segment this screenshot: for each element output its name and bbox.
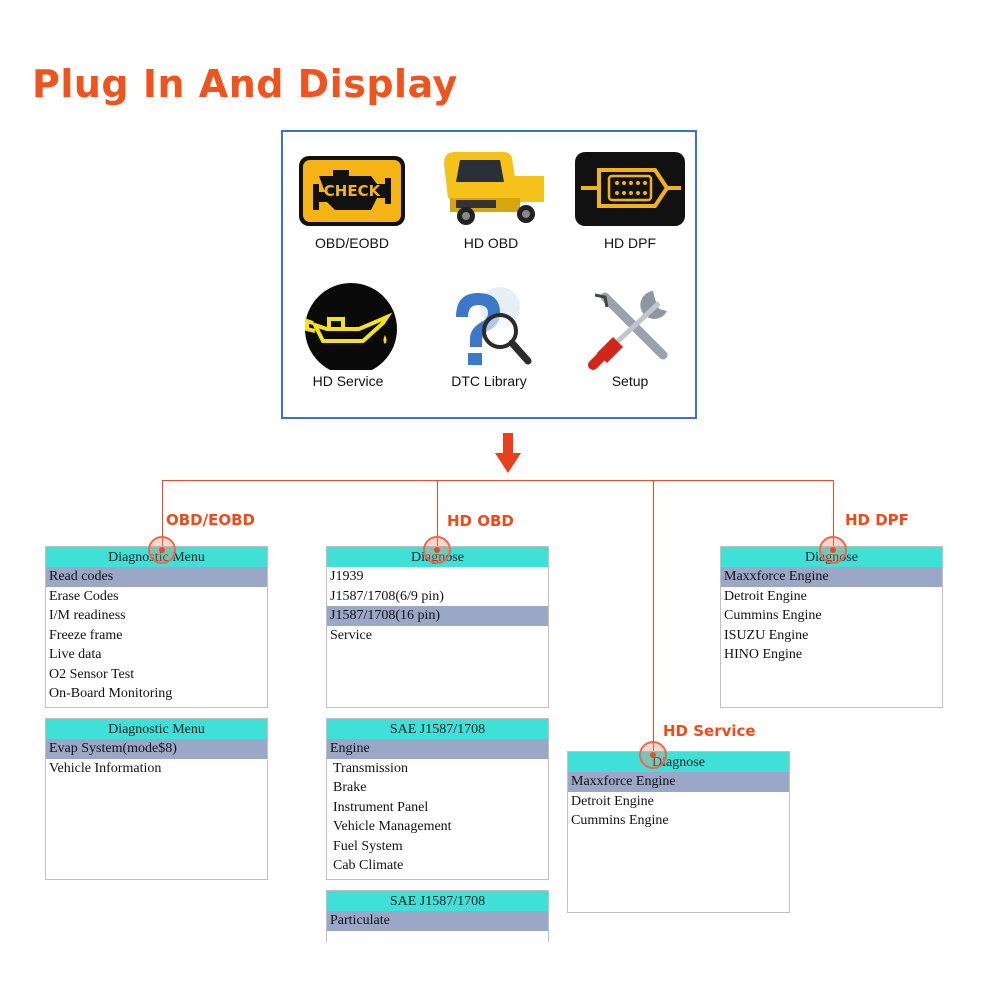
- tile-hd-dpf[interactable]: HD DPF: [561, 138, 699, 278]
- down-arrow-icon: [495, 433, 521, 473]
- category-label-hd-service: HD Service: [663, 722, 756, 740]
- tile-label: HD OBD: [463, 235, 519, 251]
- menu-item[interactable]: Freeze frame: [49, 627, 123, 643]
- tile-label: HD DPF: [603, 235, 657, 251]
- menu-item[interactable]: J1939: [330, 569, 364, 584]
- tile-obd-eobd[interactable]: CHECK OBD/EOBD: [283, 138, 421, 278]
- menu-item[interactable]: Maxxforce Engine: [721, 567, 942, 587]
- tile-setup[interactable]: Setup: [561, 276, 699, 416]
- tile-label: OBD/EOBD: [315, 235, 389, 251]
- tile-label: HD Service: [312, 373, 384, 389]
- connection-dot: [423, 536, 451, 564]
- tile-hd-obd[interactable]: HD OBD: [422, 138, 560, 278]
- menu-item[interactable]: Detroit Engine: [571, 793, 654, 809]
- menu-item[interactable]: Cab Climate: [333, 858, 404, 873]
- menu-item[interactable]: Cummins Engine: [724, 608, 822, 623]
- menu-item[interactable]: Evap System(mode$8): [46, 739, 267, 759]
- menu-item[interactable]: Vehicle Information: [49, 760, 162, 776]
- menu-hd-dpf-diagnose: Diagnose Maxxforce Engine Detroit Engine…: [720, 546, 943, 708]
- connector-line: [833, 480, 834, 552]
- menu-item[interactable]: J1587/1708(6/9 pin): [330, 588, 444, 604]
- category-label-obd: OBD/EOBD: [166, 511, 255, 529]
- tools-icon: [588, 291, 668, 370]
- menu-header: Diagnose: [568, 752, 789, 772]
- menu-item[interactable]: J1587/1708(16 pin): [327, 606, 548, 626]
- check-engine-text: CHECK: [324, 182, 382, 200]
- tile-dtc-library[interactable]: DTC Library: [420, 276, 558, 416]
- connector-line: [162, 480, 163, 552]
- connector-line: [437, 480, 438, 552]
- category-label-hd-obd: HD OBD: [447, 512, 514, 530]
- tile-hd-service[interactable]: HD Service: [279, 276, 417, 416]
- menu-hd-service-diagnose: Diagnose Maxxforce Engine Detroit Engine…: [567, 751, 790, 913]
- menu-header: SAE J1587/1708: [327, 891, 548, 911]
- home-screen: CHECK OBD/EOBD HD OBD HD DP: [281, 130, 697, 419]
- menu-item[interactable]: Erase Codes: [49, 588, 119, 604]
- menu-obd-diagnostic-1: Diagnostic Menu Read codes Erase Codes I…: [45, 546, 268, 708]
- menu-hd-obd-sae-2: SAE J1587/1708 Particulate: [326, 890, 549, 942]
- menu-header: Diagnostic Menu: [46, 719, 267, 739]
- connector-icon: [575, 152, 685, 226]
- tile-label: Setup: [611, 373, 649, 389]
- menu-item[interactable]: Vehicle Management: [333, 819, 452, 834]
- question-magnifier-icon: [456, 287, 532, 365]
- menu-item[interactable]: Detroit Engine: [724, 588, 807, 604]
- menu-item[interactable]: ISUZU Engine: [724, 627, 809, 643]
- menu-hd-obd-diagnose: Diagnose J1939 J1587/1708(6/9 pin) J1587…: [326, 546, 549, 708]
- menu-item[interactable]: Fuel System: [333, 838, 403, 854]
- menu-item[interactable]: Maxxforce Engine: [568, 772, 789, 792]
- menu-item[interactable]: I/M readiness: [49, 608, 126, 623]
- menu-item[interactable]: Instrument Panel: [333, 799, 429, 815]
- connection-dot: [148, 536, 176, 564]
- menu-header: SAE J1587/1708: [327, 719, 548, 739]
- connection-dot: [819, 536, 847, 564]
- connector-line: [653, 480, 654, 756]
- menu-item[interactable]: HINO Engine: [724, 647, 803, 662]
- menu-item[interactable]: Engine: [327, 739, 548, 759]
- menu-item[interactable]: Brake: [333, 780, 367, 795]
- menu-item[interactable]: Transmission: [333, 760, 408, 776]
- menu-item[interactable]: Particulate: [327, 911, 548, 931]
- tile-label: DTC Library: [451, 373, 527, 389]
- connection-dot: [639, 741, 667, 769]
- page-title: Plug In And Display: [32, 62, 458, 106]
- menu-item[interactable]: O2 Sensor Test: [49, 666, 135, 682]
- oil-can-icon: [305, 283, 397, 370]
- truck-icon: [444, 152, 544, 225]
- connector-line: [162, 480, 834, 481]
- menu-item[interactable]: Cummins Engine: [571, 813, 669, 828]
- menu-item[interactable]: On-Board Monitoring: [49, 686, 173, 701]
- menu-item[interactable]: Read codes: [46, 567, 267, 587]
- menu-obd-diagnostic-2: Diagnostic Menu Evap System(mode$8) Vehi…: [45, 718, 268, 880]
- category-label-hd-dpf: HD DPF: [845, 511, 909, 529]
- menu-item[interactable]: Service: [330, 627, 372, 643]
- check-engine-icon: CHECK: [299, 156, 405, 226]
- menu-hd-obd-sae-1: SAE J1587/1708 Engine Transmission Brake…: [326, 718, 549, 880]
- menu-item[interactable]: Live data: [49, 647, 102, 662]
